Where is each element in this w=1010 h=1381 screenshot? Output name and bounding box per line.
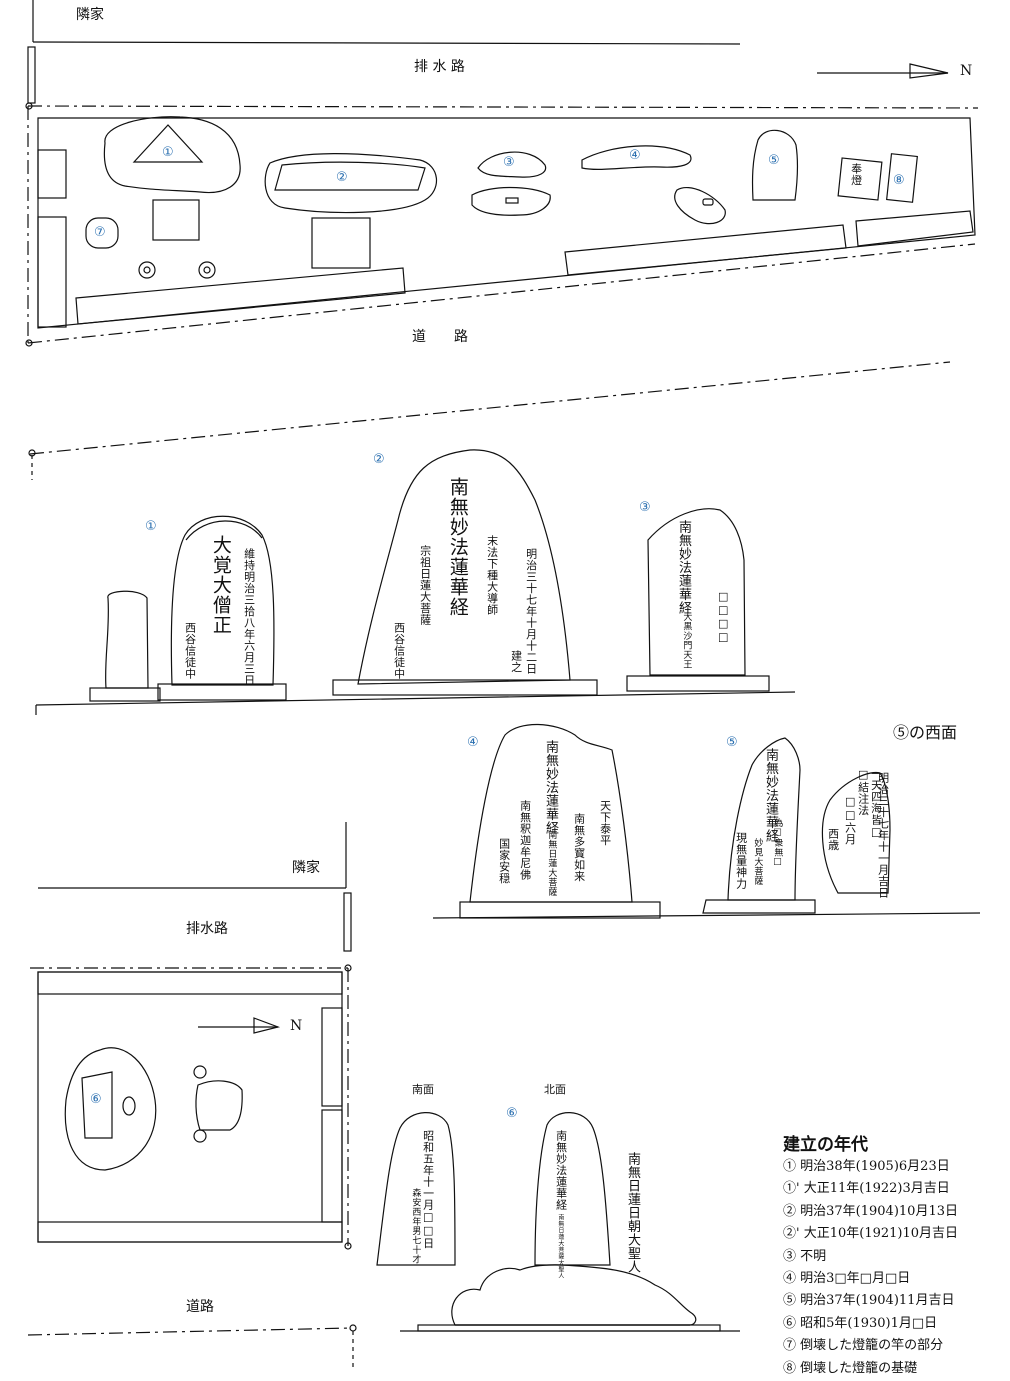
lantern-label: 奉燈 — [849, 163, 863, 186]
bottom-neighbor-label: 隣家 — [292, 860, 320, 876]
m2-built-inscription: 建之 — [509, 650, 523, 673]
m1-date-inscription: 維持明治三拾八年六月三日 — [242, 548, 256, 686]
top-marker-1: ① — [162, 145, 174, 160]
m3-side-inscription: 大黒沙門天王 — [681, 612, 692, 669]
m6-number: ⑥ — [506, 1106, 518, 1121]
top-marker-7: ⑦ — [94, 225, 106, 240]
top-marker-8: ⑧ — [893, 173, 905, 188]
m4-left-2: 国家安穏 — [497, 838, 511, 884]
legend-item: ⑥ 昭和5年(1930)1月□日 — [783, 1315, 938, 1331]
m6-north-label: 北面 — [544, 1083, 566, 1096]
m4-main-inscription: 南無妙法蓮華経 — [542, 740, 558, 835]
m6-south-1: 昭和五年十一月□□日 — [421, 1130, 435, 1249]
legend-item: ① 明治38年(1905)6月23日 — [783, 1159, 950, 1174]
m5w-col-2: 一天四海皆□ — [869, 768, 883, 839]
m5w-col-5: 西歳 — [826, 828, 840, 851]
top-drain-label: 排 水 路 — [414, 59, 465, 75]
m3-number: ③ — [639, 500, 651, 515]
top-marker-3: ③ — [503, 155, 515, 170]
m4-sub-inscription: 南無日蓮大菩薩 — [546, 830, 557, 897]
m5-side-1: 為□衆無□ — [772, 818, 783, 868]
m3-boxes: □□□□ — [716, 590, 730, 644]
m5-side-2: 妙見大菩薩 — [752, 838, 763, 886]
legend-list: ① 明治38年(1905)6月23日 ①' 大正11年(1922)3月吉日 ② … — [783, 1156, 958, 1380]
m2-mid-inscription: 末法下種大導師 — [485, 535, 499, 616]
m2-left-inscription: 宗祖日蓮大菩薩 — [418, 545, 432, 626]
m6-south-label: 南面 — [412, 1083, 434, 1096]
m5w-col-1: 明治三十七年十一月吉日 — [876, 772, 890, 899]
m5w-col-4: □□六月 — [843, 795, 857, 845]
top-marker-2: ② — [336, 170, 348, 185]
legend-item: ①' 大正11年(1922)3月吉日 — [783, 1181, 950, 1197]
m6-north-2: 南無日蓮大菩薩大聖人 — [556, 1214, 564, 1279]
legend-item: ③ 不明 — [783, 1248, 827, 1264]
m6-south-2: 森安西年男七十才 — [410, 1188, 421, 1264]
m1-donor-inscription: 西谷信徒中 — [183, 622, 197, 680]
top-north-label: N — [960, 63, 973, 79]
m5-side-3: 現無量神力 — [734, 832, 748, 890]
m5w-col-3: □結注法 — [856, 768, 870, 816]
monument-6-drawing — [376, 1112, 740, 1332]
legend-item: ⑤ 明治37年(1904)11月吉日 — [783, 1293, 955, 1309]
m5-west-title: ⑤の西面 — [893, 723, 958, 742]
m3-main-inscription: 南無妙法蓮華経 — [675, 520, 691, 615]
m1-main-inscription: 大覚大僧正 — [209, 535, 232, 635]
m4-right-1: 天下泰平 — [598, 800, 612, 846]
m4-left-1: 南無釈迦牟尼佛 — [518, 800, 532, 881]
m5-number: ⑤ — [726, 735, 738, 750]
legend-item: ⑧ 倒壊した燈籠の基礎 — [783, 1360, 918, 1376]
legend-item: ⑦ 倒壊した燈籠の竿の部分 — [783, 1338, 944, 1354]
top-neighbor-label: 隣家 — [76, 7, 104, 23]
m5-main-inscription: 南無妙法蓮華経 — [762, 748, 778, 843]
m1-number: ① — [145, 519, 157, 534]
bottom-north-label: N — [290, 1018, 303, 1034]
legend-item: ② 明治37年(1904)10月13日 — [783, 1203, 958, 1219]
m4-number: ④ — [467, 735, 479, 750]
m2-date-inscription: 明治三十七年十月十二日 — [524, 548, 538, 675]
m6-side-inscription: 南無日蓮日朝大聖人 — [624, 1152, 640, 1274]
top-marker-4: ④ — [629, 148, 641, 163]
legend-title: 建立の年代 — [783, 1135, 868, 1155]
bottom-road-label: 道路 — [186, 1299, 214, 1315]
legend-item: ④ 明治3□年□月□日 — [783, 1270, 911, 1286]
m2-main-inscription: 南無妙法蓮華経 — [446, 477, 469, 617]
top-road-label: 道 路 — [412, 329, 468, 345]
m2-donor-inscription: 西谷信徒中 — [392, 622, 406, 680]
legend-item: ②' 大正10年(1921)10月吉日 — [783, 1226, 959, 1242]
elevation-row-1 — [28, 361, 951, 715]
bottom-site-plan — [27, 822, 357, 1370]
m2-number: ② — [373, 452, 385, 467]
bottom-drain-label: 排水路 — [186, 921, 228, 937]
elevation-row-2 — [432, 723, 981, 919]
bottom-marker-6: ⑥ — [90, 1092, 102, 1107]
top-marker-5: ⑤ — [768, 153, 780, 168]
m6-north-1: 南無妙法蓮華経 — [554, 1130, 568, 1211]
top-site-plan — [25, 0, 979, 347]
m4-right-2: 南無多寳如来 — [572, 813, 586, 882]
